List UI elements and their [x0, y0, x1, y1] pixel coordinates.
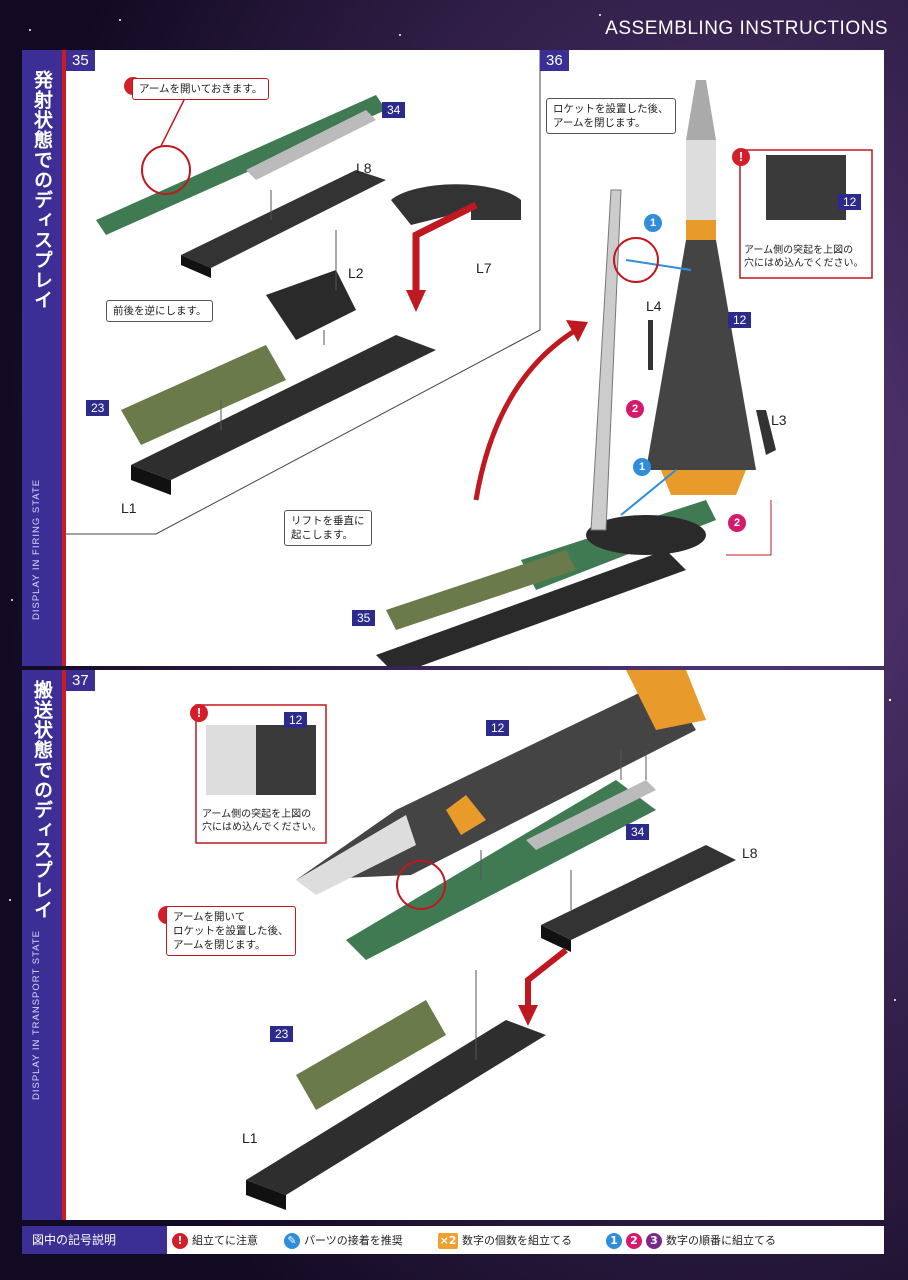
- section-title-transport: 搬送状態でのディスプレイ: [31, 680, 53, 920]
- order-number-1: 1: [633, 458, 651, 476]
- legend-order-label: 数字の順番に組立てる: [666, 1234, 776, 1247]
- label-L2: L2: [348, 265, 364, 281]
- legend-caution-label: 組立てに注意: [192, 1234, 258, 1247]
- section-subtitle-firing: DISPLAY IN FIRING STATE: [31, 478, 42, 620]
- part-label-12: 12: [728, 312, 752, 328]
- note-line: アーム側の突起を上図の: [744, 245, 854, 256]
- caution-icon: !: [190, 704, 208, 722]
- panel-step-37: 37 ! 12 アーム側の突起を上図の 穴にはめ込んでください。 12 34 L…: [66, 670, 884, 1220]
- note-line: 穴にはめ込んでください。: [744, 258, 864, 269]
- label-L1: L1: [121, 500, 137, 516]
- caution-icon: !: [172, 1233, 188, 1249]
- note-lift: リフトを垂直に 起こします。: [284, 510, 372, 546]
- diagram-steps-35-36: [66, 50, 873, 666]
- label-L4: L4: [646, 298, 662, 314]
- legend-title: 図中の記号説明: [22, 1226, 167, 1254]
- order-number-1: 1: [644, 214, 662, 232]
- label-L8: L8: [356, 160, 372, 176]
- page-title: ASSEMBLING INSTRUCTIONS: [605, 18, 888, 39]
- label-L7: L7: [476, 260, 492, 276]
- note-line: ロケットを設置した後、: [553, 103, 669, 115]
- step-number-35: 35: [66, 50, 95, 71]
- label-L3: L3: [771, 412, 787, 428]
- part-label-34: 34: [382, 102, 406, 118]
- note-close-arm: ロケットを設置した後、 アームを閉じます。: [546, 98, 676, 134]
- sidebar-transport: [22, 670, 62, 1220]
- order-icon-3: 3: [646, 1233, 662, 1249]
- note-line: アームを閉じます。: [173, 939, 266, 951]
- legend-count: ×2 数字の個数を組立てる: [438, 1232, 572, 1249]
- note-open-arm: アームを開いて ロケットを設置した後、 アームを閉じます。: [166, 906, 296, 956]
- part-label-23: 23: [86, 400, 110, 416]
- section-title-firing: 発射状態でのディスプレイ: [31, 70, 53, 310]
- count-icon: ×2: [438, 1233, 458, 1249]
- part-label-23: 23: [270, 1026, 294, 1042]
- note-line: 起こします。: [291, 529, 353, 541]
- label-L1: L1: [242, 1130, 258, 1146]
- panel-steps-35-36: 35 ! アームを開いておきます。 34 L8 L2 L7 前後を逆にします。 …: [66, 50, 884, 666]
- diagram-step-37: [195, 670, 736, 1210]
- legend-count-label: 数字の個数を組立てる: [462, 1234, 572, 1247]
- note-line: アームを閉じます。: [553, 117, 646, 129]
- part-label-12: 12: [838, 194, 862, 210]
- section-subtitle-transport: DISPLAY IN TRANSPORT STATE: [31, 930, 42, 1100]
- order-icon-2: 2: [626, 1233, 642, 1249]
- part-label-12: 12: [284, 712, 308, 728]
- note-open-arm: アームを開いておきます。: [132, 78, 270, 100]
- note-line: リフトを垂直に: [291, 515, 365, 527]
- part-label-34: 34: [626, 824, 650, 840]
- caution-icon: !: [732, 148, 750, 166]
- step-number-37: 37: [66, 670, 95, 691]
- accent-stripe: [62, 50, 66, 666]
- note-insert: アーム側の突起を上図の 穴にはめ込んでください。: [744, 244, 864, 270]
- sidebar-firing: [22, 50, 62, 666]
- accent-stripe: [62, 670, 66, 1220]
- note-reverse: 前後を逆にします。: [106, 300, 214, 322]
- step-number-36: 36: [540, 50, 569, 71]
- legend-caution: ! 組立てに注意: [172, 1232, 258, 1249]
- note-line: アーム側の突起を上図の: [202, 809, 312, 820]
- note-insert: アーム側の突起を上図の 穴にはめ込んでください。: [202, 808, 322, 834]
- note-line: ロケットを設置した後、: [173, 925, 289, 937]
- part-label-12: 12: [486, 720, 510, 736]
- part-label-35: 35: [352, 610, 376, 626]
- order-icon-1: 1: [606, 1233, 622, 1249]
- note-line: 穴にはめ込んでください。: [202, 822, 322, 833]
- glue-drop-icon: ✎: [284, 1233, 300, 1249]
- legend-glue: ✎ パーツの接着を推奨: [284, 1232, 403, 1249]
- label-L8: L8: [742, 845, 758, 861]
- legend-glue-label: パーツの接着を推奨: [304, 1234, 403, 1247]
- note-line: アームを開いて: [173, 911, 246, 923]
- order-number-2: 2: [728, 514, 746, 532]
- order-number-2: 2: [626, 400, 644, 418]
